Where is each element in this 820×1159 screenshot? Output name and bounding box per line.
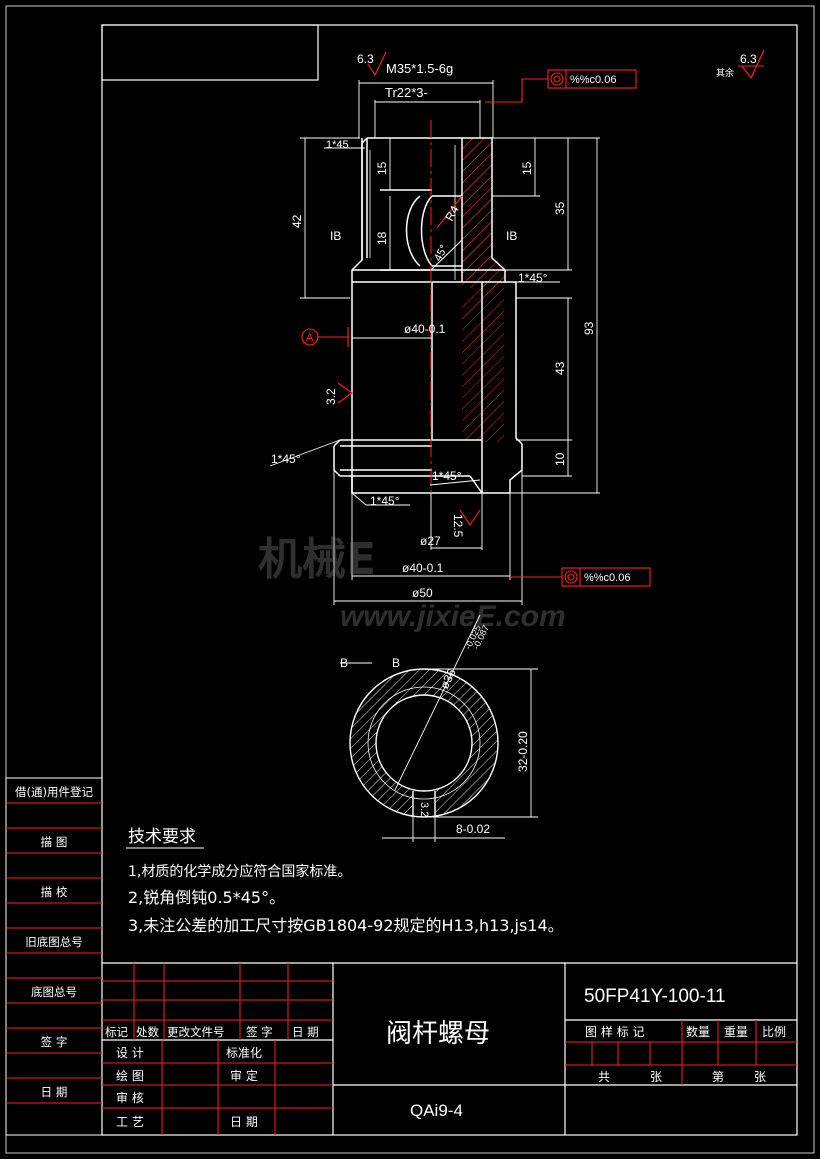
thread-major-label: M35*1.5-6g bbox=[386, 61, 453, 76]
dim-18: 18 bbox=[375, 231, 389, 245]
chamfer-left-lower-label: 1*45° bbox=[271, 452, 301, 466]
right-header-4: 比例 bbox=[762, 1025, 786, 1039]
rev-header-4: 签 字 bbox=[246, 1025, 273, 1039]
dim-93: 93 bbox=[582, 321, 596, 335]
tol-frame-2-text: %%c0.06 bbox=[584, 572, 630, 584]
section-label-right: B bbox=[392, 656, 400, 670]
right-header-1: 图 样 标 记 bbox=[585, 1024, 644, 1039]
tech-req-item-2: 2,锐角倒钝0.5*45°。 bbox=[128, 888, 285, 907]
chamfer-bottom-label: 1*45° bbox=[370, 494, 400, 508]
side-label-7: 日 期 bbox=[41, 1085, 68, 1099]
dia-50-label: ø50 bbox=[412, 586, 433, 600]
chamfer-mid-lower-label: 1*45° bbox=[432, 469, 462, 483]
dim-42: 42 bbox=[290, 214, 304, 228]
role-left-1: 设 计 bbox=[116, 1046, 144, 1060]
dim-35: 35 bbox=[553, 201, 567, 215]
watermark-brand: 机械E bbox=[258, 534, 376, 585]
rev-header-3: 更改文件号 bbox=[167, 1025, 225, 1039]
side-label-5: 底图总号 bbox=[31, 985, 77, 999]
section-view: B B ø36 -0.025 -0.087 32-0.20 3.2 8-0.02 bbox=[340, 614, 538, 842]
thread-inner-label: Tr22*3- bbox=[385, 85, 428, 100]
sheet-number-label: 第 bbox=[712, 1070, 724, 1084]
ib-right-label: IB bbox=[506, 229, 517, 243]
radius-label: R4 bbox=[442, 203, 462, 223]
watermark: 机械E www.jixieE.com bbox=[258, 534, 566, 633]
section-dim-32: 32-0.20 bbox=[516, 731, 530, 772]
title-block: 50FP41Y-100-11 阀杆螺母 QAi9-4 标记 处数 更改文件号 签… bbox=[102, 962, 797, 1135]
role-right-1: 标准化 bbox=[226, 1046, 262, 1060]
tech-requirements: 技术要求 1,材质的化学成分应符合国家标准。 2,锐角倒钝0.5*45°。 3,… bbox=[126, 827, 564, 935]
roughness-corner-label: 其余 bbox=[716, 67, 734, 79]
role-right-4: 日 期 bbox=[230, 1115, 258, 1129]
side-label-4: 旧底图总号 bbox=[25, 935, 83, 949]
drawing-number: 50FP41Y-100-11 bbox=[584, 986, 726, 1007]
role-left-2: 绘 图 bbox=[116, 1068, 144, 1083]
chamfer-right-label: 1*45° bbox=[518, 271, 548, 285]
rev-header-2: 处数 bbox=[136, 1025, 159, 1039]
dia-40-outer-label: ø40-0.1 bbox=[402, 561, 444, 575]
datum-label: A bbox=[306, 332, 314, 344]
material: QAi9-4 bbox=[410, 1101, 463, 1120]
front-annotations bbox=[301, 51, 651, 587]
sheet-total-label: 共 bbox=[598, 1070, 610, 1084]
side-label-3: 描 校 bbox=[41, 885, 68, 899]
part-name: 阀杆螺母 bbox=[386, 1019, 490, 1049]
ib-left-label: IB bbox=[330, 229, 341, 243]
watermark-url: www.jixieE.com bbox=[340, 600, 566, 633]
front-dim-text: M35*1.5-6g 6.3 Tr22*3- %%c0.06 1*45 15 4… bbox=[271, 52, 630, 600]
section-roughness: 3.2 bbox=[418, 802, 430, 817]
role-right-2: 审 定 bbox=[230, 1068, 258, 1083]
dim-15-left: 15 bbox=[375, 161, 389, 175]
dia-27-label: ø27 bbox=[420, 534, 441, 548]
sheet-number-unit: 张 bbox=[754, 1070, 766, 1084]
roughness-corner-value: 6.3 bbox=[740, 52, 757, 66]
sheet-total-unit: 张 bbox=[650, 1070, 662, 1084]
chamfer-top-left-label: 1*45 bbox=[326, 139, 349, 151]
right-header-2: 数量 bbox=[686, 1024, 710, 1039]
tech-req-item-1: 1,材质的化学成分应符合国家标准。 bbox=[128, 863, 351, 880]
roughness-32-label: 3.2 bbox=[324, 388, 338, 405]
angle-label: 45° bbox=[432, 243, 450, 263]
side-register: 借(通)用件登记 描 图 描 校 旧底图总号 底图总号 签 字 日 期 bbox=[5, 777, 103, 1136]
tech-req-title: 技术要求 bbox=[128, 827, 196, 847]
dia-40-inner-label: ø40-0.1 bbox=[404, 322, 446, 336]
rev-header-5: 日 期 bbox=[292, 1025, 319, 1039]
side-label-2: 描 图 bbox=[41, 835, 68, 849]
roughness-corner: 6.3 其余 bbox=[716, 49, 765, 80]
drawing-frame bbox=[5, 5, 815, 1154]
right-header-3: 重量 bbox=[724, 1025, 748, 1039]
roughness-top-label: 6.3 bbox=[357, 52, 374, 66]
side-label-1: 借(通)用件登记 bbox=[15, 785, 93, 799]
role-left-3: 审 核 bbox=[116, 1090, 144, 1105]
front-dimensions bbox=[269, 80, 600, 605]
section-dim-8: 8-0.02 bbox=[456, 822, 490, 836]
section-label-left: B bbox=[340, 656, 348, 670]
tol-frame-1-text: %%c0.06 bbox=[570, 74, 616, 86]
dim-43: 43 bbox=[553, 361, 567, 375]
dim-10: 10 bbox=[553, 452, 567, 466]
front-view bbox=[333, 120, 523, 500]
tech-req-item-3: 3,未注公差的加工尺寸按GB1804-92规定的H13,h13,js14。 bbox=[128, 916, 564, 935]
side-label-6: 签 字 bbox=[41, 1035, 68, 1049]
dim-15-right: 15 bbox=[520, 161, 534, 175]
roughness-125-label: 12.5 bbox=[451, 514, 465, 538]
rev-header-1: 标记 bbox=[105, 1025, 128, 1039]
role-left-4: 工 艺 bbox=[116, 1115, 144, 1129]
